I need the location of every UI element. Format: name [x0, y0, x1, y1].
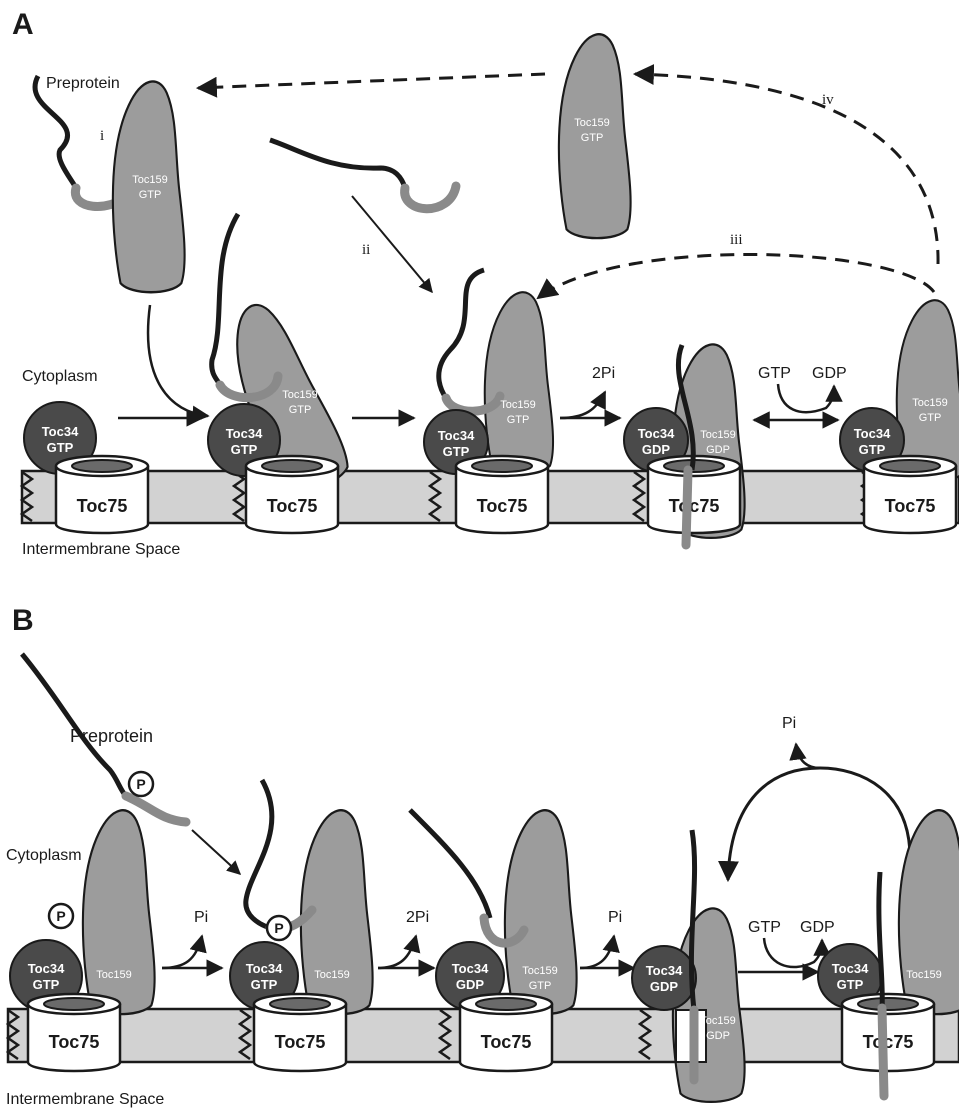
phospho-label: P: [274, 920, 283, 936]
toc34-state: GTP: [47, 440, 74, 455]
dashed-arrow-iv: [635, 74, 938, 264]
toc159-label: Toc159: [282, 389, 317, 401]
recycled-toc159-state: GTP: [581, 132, 604, 144]
toc159-label: Toc159: [522, 965, 557, 977]
toc159-label: Toc159: [906, 969, 941, 981]
arrow-i-insertion: [148, 305, 208, 416]
free-toc159-name: Toc159: [132, 174, 167, 186]
dashed-arrow-iii: [538, 254, 934, 298]
panel-a-letter: A: [12, 8, 34, 41]
recycled-toc159: Toc159 GTP: [559, 34, 631, 238]
toc34-state: GTP: [837, 977, 864, 992]
toc34-state: GTP: [443, 444, 470, 459]
toc34-label: Toc34: [832, 961, 869, 976]
toc159-state: GTP: [529, 980, 552, 992]
toc75-label: Toc75: [477, 496, 528, 516]
pi-release-arrow-b: [796, 744, 820, 768]
toc159-state: GTP: [289, 404, 312, 416]
step-iv-label: iv: [822, 92, 834, 108]
toc75-label: Toc75: [275, 1032, 326, 1052]
toc34-state: GTP: [33, 977, 60, 992]
toc159-label: Toc159: [500, 399, 535, 411]
toc34-state: GDP: [456, 977, 485, 992]
step-i-label: i: [100, 128, 104, 144]
phospho-label: P: [56, 908, 65, 924]
toc34-state: GTP: [231, 442, 258, 457]
gtp-exchange-arrow-b: [764, 938, 822, 967]
toc159-label: Toc159: [912, 397, 947, 409]
toc34-state: GTP: [859, 442, 886, 457]
toc75-label: Toc75: [267, 496, 318, 516]
toc34-label: Toc34: [438, 428, 475, 443]
toc34-state: GDP: [642, 442, 671, 457]
toc34-label: Toc34: [226, 426, 263, 441]
panel-b: B Cytoplasm Intermembrane Space P Prepro…: [6, 604, 959, 1108]
pi-label-b1: Pi: [194, 909, 208, 926]
gtp-exchange-arrow-a: [778, 384, 834, 412]
arrow-b3-release: [580, 936, 614, 968]
step-iii-label: iii: [730, 232, 743, 248]
pi-label-b3: Pi: [608, 909, 622, 926]
cytoplasm-label-a: Cytoplasm: [22, 368, 98, 385]
free-preprotein-a: [270, 140, 456, 209]
free-toc159-state: GTP: [139, 189, 162, 201]
toc34-label: Toc34: [854, 426, 891, 441]
gtp-label-b: GTP: [748, 919, 781, 936]
toc34-state: GTP: [251, 977, 278, 992]
dashed-arrow-to-preprotein: [198, 74, 545, 88]
preprotein-label-a: Preprotein: [46, 75, 120, 92]
arrow-binding-b: [192, 830, 240, 874]
toc159-state: GTP: [507, 414, 530, 426]
gdp-label-b: GDP: [800, 919, 835, 936]
panel-b-letter: B: [12, 604, 34, 637]
intermembrane-label-a: Intermembrane Space: [22, 541, 180, 558]
release-2pi-a: 2Pi: [592, 365, 615, 382]
free-toc159-with-preprotein: Toc159 GTP: [35, 76, 185, 292]
toc159-label: Toc159: [700, 1015, 735, 1027]
toc75-label: Toc75: [669, 496, 720, 516]
arrow-a3-release: [560, 392, 605, 418]
toc34-label: Toc34: [42, 424, 79, 439]
toc34-label: Toc34: [246, 961, 283, 976]
arrow-b1-release: [162, 936, 202, 968]
arrow-b2-release: [378, 936, 416, 968]
toc34-label: Toc34: [452, 961, 489, 976]
pi-label-cycle: Pi: [782, 715, 796, 732]
toc159-state: GDP: [706, 1030, 730, 1042]
toc75-label: Toc75: [49, 1032, 100, 1052]
toc75-label: Toc75: [481, 1032, 532, 1052]
step-ii-label: ii: [362, 242, 370, 258]
toc34-state: GDP: [650, 979, 679, 994]
gtp-label-a: GTP: [758, 365, 791, 382]
toc159-label: Toc159: [700, 429, 735, 441]
toc75-label: Toc75: [863, 1032, 914, 1052]
release-2pi-b: 2Pi: [406, 909, 429, 926]
toc159-label: Toc159: [314, 969, 349, 981]
toc75-label: Toc75: [77, 496, 128, 516]
toc159-state: GTP: [919, 412, 942, 424]
toc75-label: Toc75: [885, 496, 936, 516]
toc34-label: Toc34: [638, 426, 675, 441]
gdp-label-a: GDP: [812, 365, 847, 382]
toc159-label: Toc159: [96, 969, 131, 981]
toc34-label: Toc34: [28, 961, 65, 976]
recycled-toc159-name: Toc159: [574, 117, 609, 129]
intermembrane-label-b: Intermembrane Space: [6, 1091, 164, 1108]
panel-a: A Cytoplasm Intermembrane Space Toc159 G…: [12, 8, 959, 558]
preprotein-label-b: Preprotein: [70, 726, 153, 746]
phospho-label: P: [136, 776, 145, 792]
toc159-state: GDP: [706, 444, 730, 456]
toc34-label: Toc34: [646, 963, 683, 978]
recycle-arrow-b: [728, 768, 910, 880]
cytoplasm-label-b: Cytoplasm: [6, 847, 82, 864]
